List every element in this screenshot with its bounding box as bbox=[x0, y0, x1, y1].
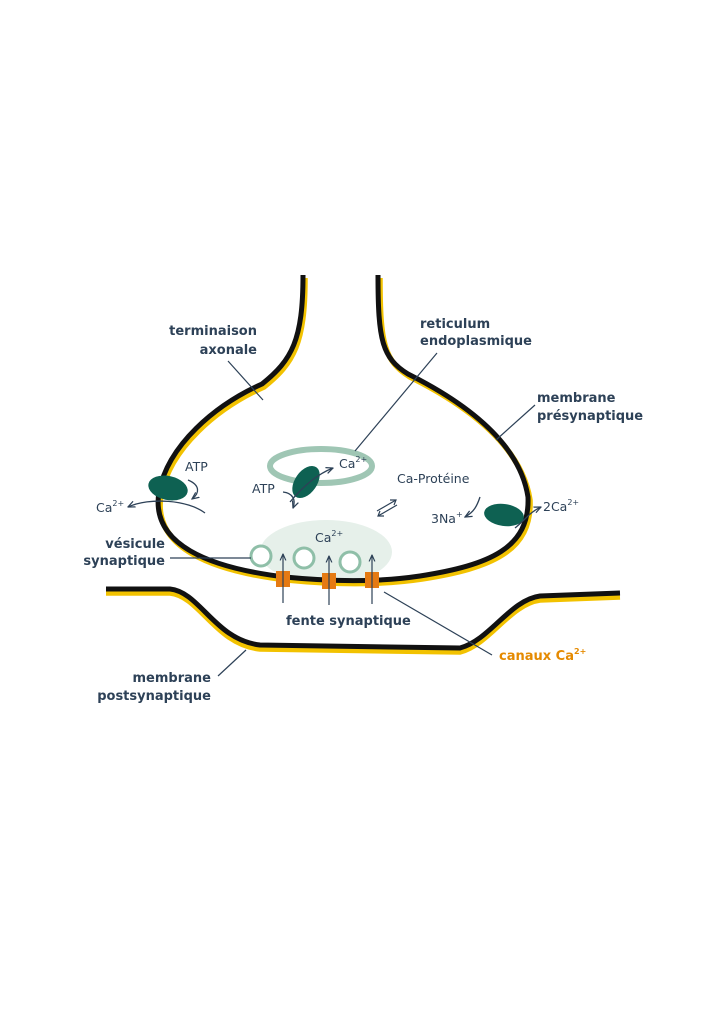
label-vesicule-line2: synaptique bbox=[83, 554, 165, 569]
reticulum bbox=[267, 446, 375, 486]
label-vesicule-line1: vésicule bbox=[105, 537, 165, 552]
label-reticulum-line2: endoplasmique bbox=[420, 334, 532, 349]
pump-right-icon bbox=[484, 503, 524, 527]
arrow-right-pump-na bbox=[465, 496, 481, 517]
label-terminaison-line2: axonale bbox=[200, 343, 258, 358]
postsynaptic-membrane-glow bbox=[106, 590, 621, 655]
annotation-ca-center: Ca2+ bbox=[339, 455, 367, 471]
arrow-left-pump-out bbox=[128, 500, 206, 514]
annotation-ca-vesicle-base: Ca bbox=[315, 530, 331, 545]
pointer-membrane-pre bbox=[495, 404, 536, 441]
annotation-atp-center: ATP bbox=[252, 481, 275, 496]
label-membrane-pre-line2: présynaptique bbox=[537, 409, 643, 424]
equilibrium-arrow-top-head bbox=[390, 499, 397, 506]
label-canaux-sup: 2+ bbox=[574, 647, 586, 656]
annotation-ca-left-sup: 2+ bbox=[112, 499, 124, 508]
equilibrium-arrow-top bbox=[376, 499, 397, 512]
annotation-2ca-base: 2Ca bbox=[543, 499, 567, 514]
label-canaux-base: canaux Ca bbox=[499, 649, 574, 664]
calcium-channel-icon bbox=[365, 555, 379, 604]
annotation-ca-left-base: Ca bbox=[96, 500, 112, 515]
vesicle bbox=[249, 544, 273, 568]
label-membrane-pre-line1: membrane bbox=[537, 391, 616, 406]
arrow-reticulum-in bbox=[289, 468, 333, 503]
pointer-terminaison bbox=[227, 360, 264, 401]
arrow-left-pump-atp bbox=[187, 479, 198, 499]
annotation-ca-left: Ca2+ bbox=[96, 499, 124, 515]
pump-left-icon bbox=[148, 475, 188, 501]
vesicle bbox=[338, 550, 362, 574]
label-membrane-post-line1: membrane bbox=[133, 671, 212, 686]
annotation-ca-vesicle: Ca2+ bbox=[315, 529, 343, 545]
annotation-ca-center-sup: 2+ bbox=[355, 455, 367, 464]
annotation-na: 3Na+ bbox=[431, 510, 463, 526]
calcium-channel-icon bbox=[322, 556, 336, 605]
annotation-na-sup: + bbox=[456, 510, 463, 519]
annotation-2ca: 2Ca2+ bbox=[543, 498, 579, 514]
pump-reticulum-icon bbox=[292, 465, 320, 499]
vesicle bbox=[292, 546, 316, 570]
annotation-ca-center-base: Ca bbox=[339, 456, 355, 471]
label-membrane-post-line2: postsynaptique bbox=[97, 689, 211, 704]
equilibrium-arrow-bottom bbox=[377, 504, 398, 517]
label-canaux: canaux Ca2+ bbox=[499, 647, 586, 664]
annotation-2ca-sup: 2+ bbox=[567, 498, 579, 507]
pointer-reticulum bbox=[354, 352, 438, 452]
calcium-channel-icon bbox=[276, 554, 290, 603]
pointer-membrane-post bbox=[217, 649, 247, 677]
annotation-na-base: 3Na bbox=[431, 511, 456, 526]
label-fente: fente synaptique bbox=[286, 614, 411, 629]
presynaptic-membrane bbox=[155, 274, 531, 584]
postsynaptic-membrane bbox=[106, 586, 621, 651]
annotation-ca-vesicle-sup: 2+ bbox=[331, 529, 343, 538]
label-reticulum-line1: reticulum bbox=[420, 317, 490, 332]
arrow-right-pump-ca bbox=[514, 507, 541, 529]
annotation-ca-proteine: Ca-Protéine bbox=[397, 471, 470, 486]
pointer-canaux bbox=[383, 591, 493, 656]
equilibrium-arrow-bottom-head bbox=[377, 510, 384, 517]
arrow-reticulum-atp bbox=[282, 491, 294, 508]
annotation-atp-left: ATP bbox=[185, 459, 208, 474]
label-terminaison-line1: terminaison bbox=[169, 324, 257, 339]
